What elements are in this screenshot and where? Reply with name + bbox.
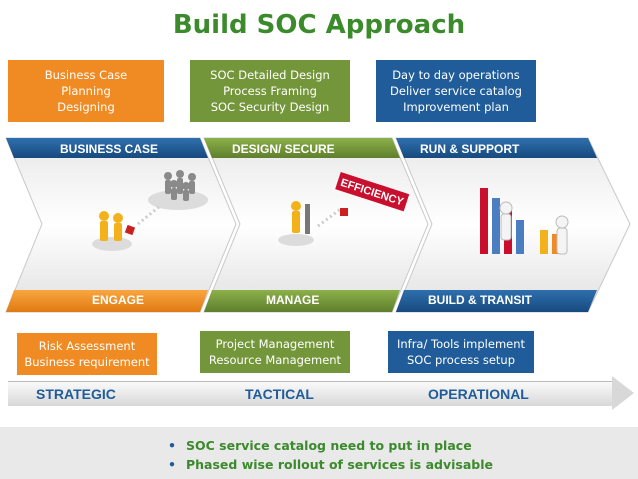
phase-engage: ENGAGE: [92, 293, 145, 307]
box-line: SOC Detailed Design: [210, 68, 330, 82]
bullet-text: SOC service catalog need to put in place: [186, 438, 472, 453]
management-box: Project Management Resource Management: [200, 331, 350, 373]
bar-strategic: STRATEGIC: [36, 386, 116, 402]
engage-illustration: [92, 170, 208, 251]
bullet-item: • Phased wise rollout of services is advi…: [168, 457, 493, 472]
phase-manage: MANAGE: [266, 293, 320, 307]
phase-build-transit: BUILD & TRANSIT: [428, 293, 532, 307]
box-line: Designing: [57, 100, 115, 114]
band-manage: [204, 290, 400, 312]
band-design: [204, 138, 400, 158]
bar-arrow-head: [612, 376, 634, 410]
box-line: Planning: [61, 84, 111, 98]
bullet-text: Phased wise rollout of services is advis…: [186, 457, 494, 472]
chevron-panel-2: [203, 137, 429, 313]
box-line: Project Management: [215, 337, 335, 351]
infra-box: Infra/ Tools implement SOC process setup: [388, 331, 534, 373]
box-line: Process Framing: [223, 84, 317, 98]
phase-business-case: BUSINESS CASE: [60, 142, 159, 156]
maturity-bar: [8, 381, 618, 406]
process-chevron-diagram: EFFICIENCY: [5, 137, 631, 313]
box-line: Deliver service catalog: [390, 84, 522, 98]
page-title: Build SOC Approach: [172, 10, 466, 40]
band-run: [396, 138, 597, 158]
operations-box: Day to day operations Deliver service ca…: [376, 60, 536, 122]
box-line: Business requirement: [24, 355, 150, 369]
box-line: Infra/ Tools implement: [396, 337, 526, 351]
box-line: SOC Security Design: [210, 100, 330, 114]
box-line: Resource Management: [208, 353, 342, 367]
bar-operational: OPERATIONAL: [428, 386, 529, 402]
box-line: Risk Assessment: [38, 339, 136, 353]
bullet-dot-icon: •: [168, 438, 176, 453]
risk-box: Risk Assessment Business requirement: [17, 333, 157, 375]
phase-design-secure: DESIGN/ SECURE: [232, 142, 335, 156]
band-build: [396, 290, 597, 312]
build-illustration: [480, 188, 569, 255]
bullet-item: • SOC service catalog need to put in plac…: [168, 438, 472, 453]
band-business-case: [6, 138, 208, 158]
bar-tactical: TACTICAL: [245, 386, 314, 402]
band-engage: [6, 290, 208, 312]
chevron-panel-3: [395, 137, 631, 313]
bullet-dot-icon: •: [168, 457, 176, 472]
business-case-box: Business Case Planning Designing: [8, 60, 164, 122]
phase-run-support: RUN & SUPPORT: [420, 142, 520, 156]
footer-panel: [0, 427, 638, 479]
design-box: SOC Detailed Design Process Framing SOC …: [190, 60, 350, 122]
box-line: Improvement plan: [403, 100, 509, 114]
box-line: Day to day operations: [392, 68, 520, 82]
box-line: SOC process setup: [406, 353, 516, 367]
box-line: Business Case: [44, 68, 128, 82]
